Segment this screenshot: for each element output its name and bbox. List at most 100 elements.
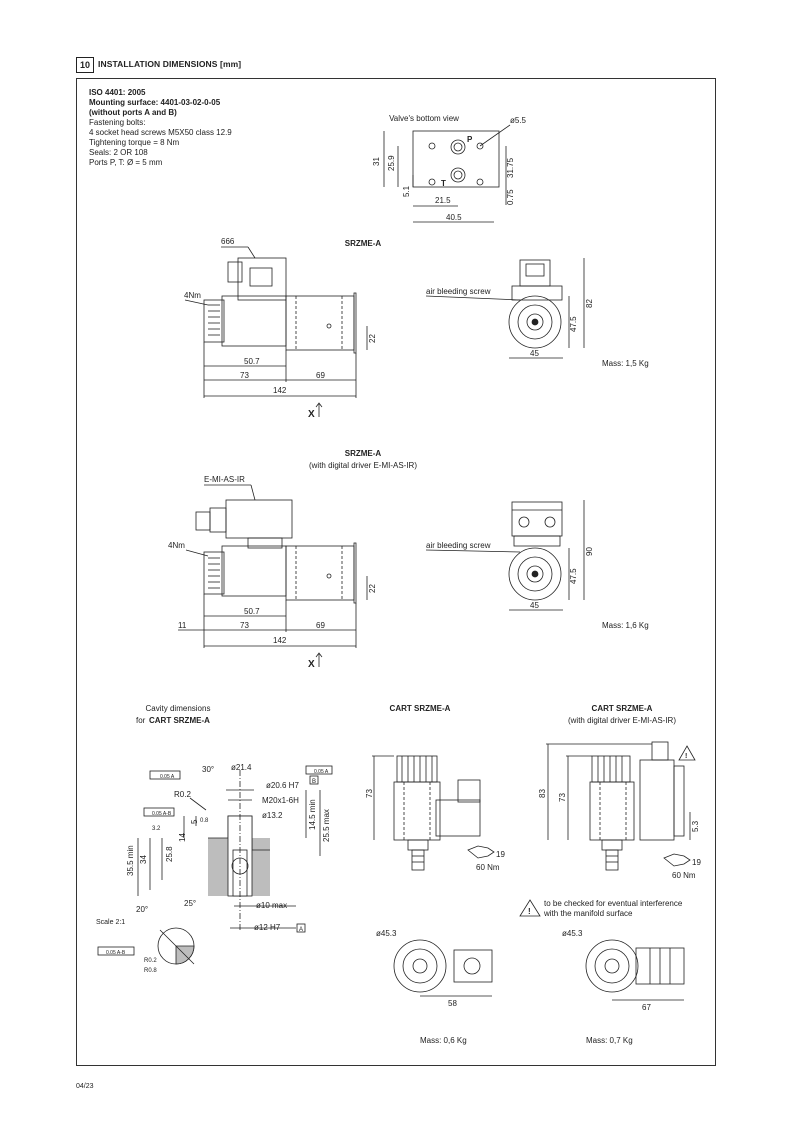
cavity-5: 5 bbox=[190, 819, 199, 824]
cavity-angle-20: 20° bbox=[136, 905, 148, 914]
spec-ports: Ports P, T: Ø = 5 mm bbox=[89, 158, 163, 167]
dim-50-7-digital: 50.7 bbox=[244, 607, 260, 616]
cavity-m20: M20x1-6H bbox=[262, 796, 299, 805]
spec-block: ISO 4401: 2005 Mounting surface: 4401-03… bbox=[89, 88, 232, 168]
dim-90: 90 bbox=[585, 547, 594, 556]
driver-label: E-MI-AS-IR bbox=[204, 475, 245, 484]
cavity-angle-25: 25° bbox=[184, 899, 196, 908]
spec-torque: Tightening torque = 8 Nm bbox=[89, 138, 180, 147]
spec-screws: 4 socket head screws M5X50 class 12.9 bbox=[89, 128, 232, 137]
dim-142-digital: 142 bbox=[273, 636, 287, 645]
cavity-d13-2: ø13.2 bbox=[262, 811, 283, 820]
section-number: 10 bbox=[76, 57, 94, 73]
torque-label-digital: 4Nm bbox=[168, 541, 185, 550]
air-bleeding-label-digital: air bleeding screw bbox=[426, 541, 491, 550]
cart-dim-d45-3: ø45.3 bbox=[376, 929, 397, 938]
svg-text:!: ! bbox=[685, 753, 687, 760]
srzme-a-digital-mass: Mass: 1,6 Kg bbox=[602, 621, 649, 630]
dim-82: 82 bbox=[585, 299, 594, 308]
warning-line2: with the manifold surface bbox=[543, 909, 633, 918]
cavity-d12: ø12 H7 bbox=[254, 923, 281, 932]
cavity-34: 34 bbox=[139, 855, 148, 864]
cavity-d10: ø10 max bbox=[256, 901, 287, 910]
x-view-label: X bbox=[308, 409, 315, 420]
port-t-label: T bbox=[441, 179, 446, 188]
spec-seals: Seals: 2 OR 108 bbox=[89, 148, 148, 157]
section-title: INSTALLATION DIMENSIONS [mm] bbox=[98, 59, 242, 69]
cart-digital-dim-83: 83 bbox=[538, 789, 547, 798]
dim-22: 22 bbox=[368, 334, 377, 343]
srzme-a-digital-side-view: SRZME-A (with digital driver E-MI-AS-IR)… bbox=[168, 449, 417, 670]
srzme-a-mass: Mass: 1,5 Kg bbox=[602, 359, 649, 368]
cart-digital-torque: 60 Nm bbox=[672, 871, 696, 880]
dim-11: 11 bbox=[178, 621, 187, 630]
srzme-a-title: SRZME-A bbox=[345, 239, 382, 248]
dim-142: 142 bbox=[273, 386, 287, 395]
cart-torque: 60 Nm bbox=[476, 863, 500, 872]
air-bleeding-label: air bleeding screw bbox=[426, 287, 491, 296]
cavity-datum-a: A bbox=[299, 927, 303, 933]
dim-21-5: 21.5 bbox=[435, 196, 451, 205]
dim-45-digital: 45 bbox=[530, 601, 539, 610]
cavity-tol-1: 0.05 A bbox=[160, 774, 175, 780]
cavity-roughness-3-2: 3.2 bbox=[152, 826, 161, 832]
cart-digital-title: CART SRZME-A bbox=[592, 704, 653, 713]
cart-top-view: ø45.3 58 bbox=[376, 929, 493, 1008]
srzme-a-side-view: SRZME-A 666 4Nm 50.7 73 69 142 22 X bbox=[184, 237, 381, 420]
dim-69: 69 bbox=[316, 371, 325, 380]
cavity-angle-30: 30° bbox=[202, 765, 214, 774]
dim-hole: ø5.5 bbox=[510, 116, 527, 125]
cart-digital-dim-19: 19 bbox=[692, 858, 701, 867]
cart-dim-73: 73 bbox=[365, 789, 374, 798]
bottom-view-drawing: Valve's bottom view P T ø5.5 31 25.9 5.1… bbox=[372, 114, 527, 223]
cart-digital-top-view: ø45.3 67 bbox=[562, 929, 685, 1012]
cavity-d21-4: ø21.4 bbox=[231, 763, 252, 772]
spec-without-ports: (without ports A and B) bbox=[89, 108, 177, 117]
cavity-tol-2: 0.05 A-B bbox=[152, 811, 172, 817]
page-code: 04/23 bbox=[76, 1083, 94, 1090]
dim-5-1: 5.1 bbox=[402, 185, 411, 197]
port-p-label: P bbox=[467, 135, 473, 144]
cart-digital-dim-67: 67 bbox=[642, 1003, 651, 1012]
drawing-frame bbox=[76, 78, 716, 1066]
cavity-datum-b: B bbox=[312, 779, 316, 785]
cart-digital-dim-d45-3: ø45.3 bbox=[562, 929, 583, 938]
cavity-title-prefix: for bbox=[136, 716, 146, 725]
torque-label: 4Nm bbox=[184, 291, 201, 300]
cavity-r0-2b: R0.2 bbox=[144, 958, 157, 964]
cavity-25-5: 25.5 max bbox=[322, 809, 331, 842]
cavity-d20-6: ø20.6 H7 bbox=[266, 781, 299, 790]
srzme-a-digital-title: SRZME-A bbox=[345, 449, 382, 458]
srzme-a-digital-front-view: air bleeding screw 45 47.5 90 bbox=[425, 500, 594, 611]
cavity-r0-8: R0.8 bbox=[144, 968, 157, 974]
dim-47-5: 47.5 bbox=[569, 316, 578, 332]
warning-note: ! to be checked for eventual interferenc… bbox=[519, 899, 683, 918]
cart-digital-side-view: CART SRZME-A (with digital driver E-MI-A… bbox=[538, 704, 701, 880]
cart-dim-19: 19 bbox=[496, 850, 505, 859]
spec-standard: ISO 4401: 2005 bbox=[89, 88, 146, 97]
srzme-a-front-view: air bleeding screw 45 47.5 82 bbox=[425, 258, 594, 359]
cavity-tol-3: 0.05 A bbox=[314, 769, 329, 775]
cart-digital-mass: Mass: 0,7 Kg bbox=[586, 1036, 633, 1045]
cavity-scale: Scale 2:1 bbox=[96, 919, 125, 926]
cavity-14: 14 bbox=[178, 833, 187, 842]
cavity-14-5: 14.5 min bbox=[308, 799, 317, 830]
cart-side-view: CART SRZME-A 73 19 60 Nm bbox=[365, 704, 505, 872]
srzme-a-digital-subtitle: (with digital driver E-MI-AS-IR) bbox=[309, 461, 417, 470]
x-view-label-digital: X bbox=[308, 659, 315, 670]
dim-73: 73 bbox=[240, 371, 249, 380]
dim-47-5-digital: 47.5 bbox=[569, 568, 578, 584]
dim-40-5: 40.5 bbox=[446, 213, 462, 222]
spec-fastening: Fastening bolts: bbox=[89, 118, 146, 127]
dim-31-75: 31.75 bbox=[506, 157, 515, 178]
cart-digital-dim-73: 73 bbox=[558, 793, 567, 802]
dim-0-75: 0.75 bbox=[506, 189, 515, 205]
cart-mass: Mass: 0,6 Kg bbox=[420, 1036, 467, 1045]
cavity-roughness-0-8: 0.8 bbox=[200, 818, 209, 824]
svg-text:!: ! bbox=[528, 907, 531, 916]
dim-31: 31 bbox=[372, 157, 381, 166]
dim-45: 45 bbox=[530, 349, 539, 358]
warning-line1: to be checked for eventual interference bbox=[544, 899, 683, 908]
bottom-view-title: Valve's bottom view bbox=[389, 114, 459, 123]
